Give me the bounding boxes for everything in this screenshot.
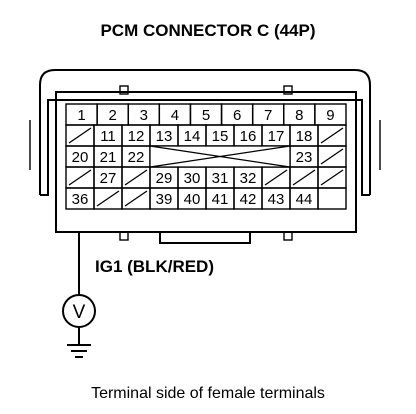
pin-number: 3 [140, 107, 148, 124]
pin-number: 14 [184, 128, 201, 145]
pin-number: 27 [100, 170, 117, 187]
pin-number: 16 [240, 128, 257, 145]
pin-number: 8 [295, 107, 303, 124]
voltmeter-symbol: V [73, 302, 86, 323]
pin-number: 18 [296, 128, 313, 145]
pin-number: 41 [212, 191, 229, 208]
connector-housing [29, 69, 381, 244]
pin-number: 4 [171, 107, 179, 124]
pin-number: 22 [128, 149, 145, 166]
diagram-title: PCM CONNECTOR C (44P) [100, 21, 315, 40]
pin-number: 42 [240, 191, 257, 208]
pin-number: 13 [156, 128, 173, 145]
pin-number: 5 [202, 107, 210, 124]
pin-number: 9 [326, 107, 334, 124]
pin-number: 29 [156, 170, 173, 187]
pin-number: 30 [184, 170, 201, 187]
pin-number: 44 [296, 191, 313, 208]
pin-number: 11 [100, 128, 116, 145]
pin-number: 12 [128, 128, 145, 145]
pin-number: 6 [233, 107, 241, 124]
pin-number: 1 [77, 107, 85, 124]
pin-number: 39 [156, 191, 173, 208]
pin-number: 36 [72, 191, 89, 208]
pin-number: 15 [212, 128, 229, 145]
pin-number: 31 [212, 170, 229, 187]
ground-icon [67, 344, 91, 358]
pin-number: 7 [264, 107, 272, 124]
pin-number: 2 [108, 107, 116, 124]
pin-cell [317, 187, 347, 210]
pin-number: 40 [184, 191, 201, 208]
wire-label: IG1 (BLK/RED) [95, 257, 214, 276]
pin-number: 43 [268, 191, 285, 208]
pin-number: 20 [72, 149, 89, 166]
caption: Terminal side of female terminals [91, 385, 325, 402]
pin-number: 32 [240, 170, 257, 187]
probe-wire: V [62, 232, 96, 358]
pin-number: 21 [100, 149, 117, 166]
pin-number: 17 [268, 128, 285, 145]
pin-number: 23 [296, 149, 313, 166]
